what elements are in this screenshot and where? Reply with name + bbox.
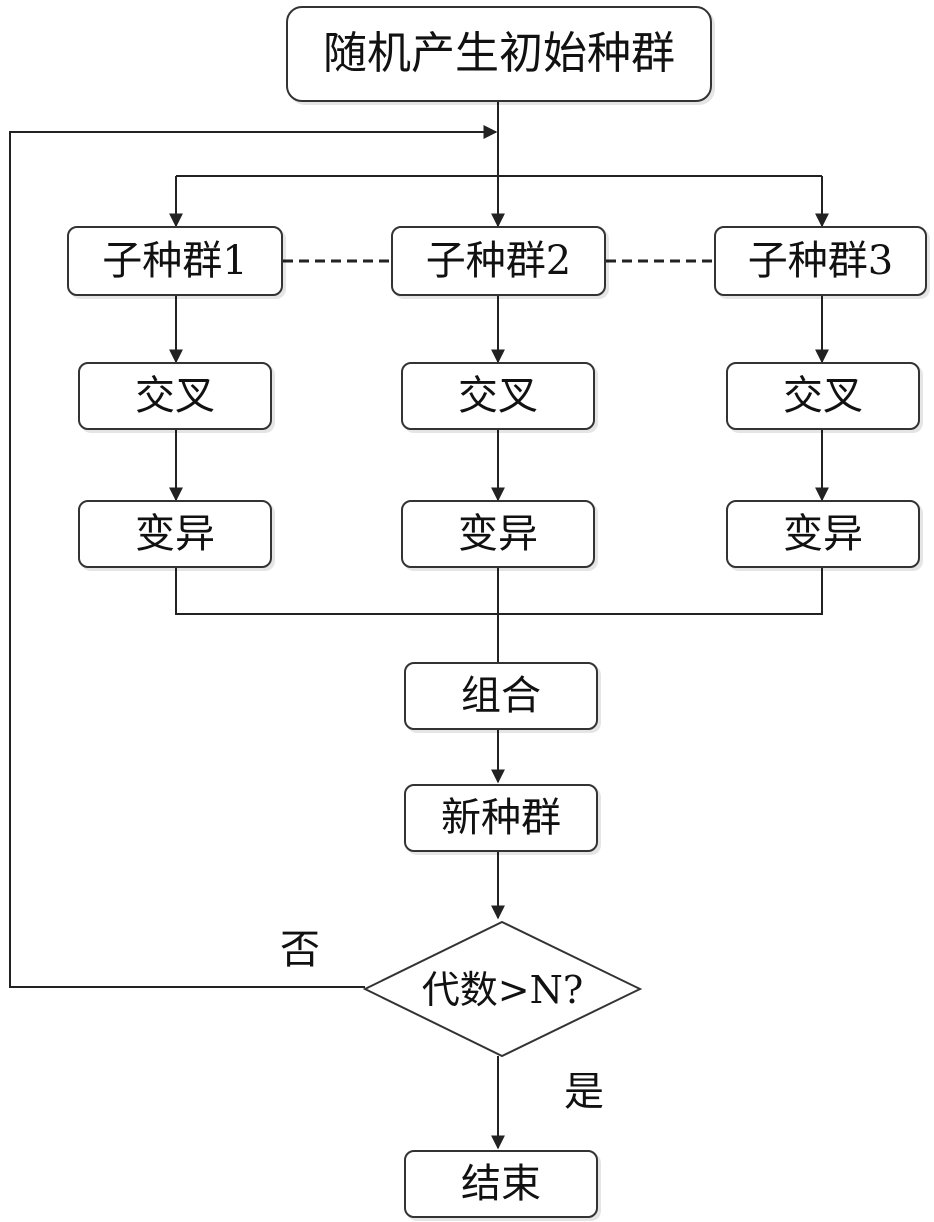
subpopulation-1-node: 子种群1 — [67, 226, 283, 296]
crossover-1-node: 交叉 — [78, 362, 272, 430]
new-population-node: 新种群 — [404, 784, 598, 852]
yes-branch-label: 是 — [564, 1069, 604, 1115]
mutation-3-node: 变异 — [726, 500, 920, 568]
no-branch-label: 否 — [280, 927, 320, 973]
edge-loop-back — [9, 125, 498, 988]
crossover-2-node: 交叉 — [401, 362, 595, 430]
decision-label: 代数>N? — [421, 968, 584, 1012]
end-node: 结束 — [404, 1150, 598, 1218]
mutation-1-node: 变异 — [78, 500, 272, 568]
mutation-2-node: 变异 — [401, 500, 595, 568]
subpopulation-2-node: 子种群2 — [391, 226, 606, 296]
start-node: 随机产生初始种群 — [286, 6, 712, 102]
combine-node: 组合 — [404, 662, 598, 730]
crossover-3-node: 交叉 — [726, 362, 920, 430]
decision-diamond — [362, 920, 643, 1058]
subpopulation-3-node: 子种群3 — [714, 226, 927, 296]
